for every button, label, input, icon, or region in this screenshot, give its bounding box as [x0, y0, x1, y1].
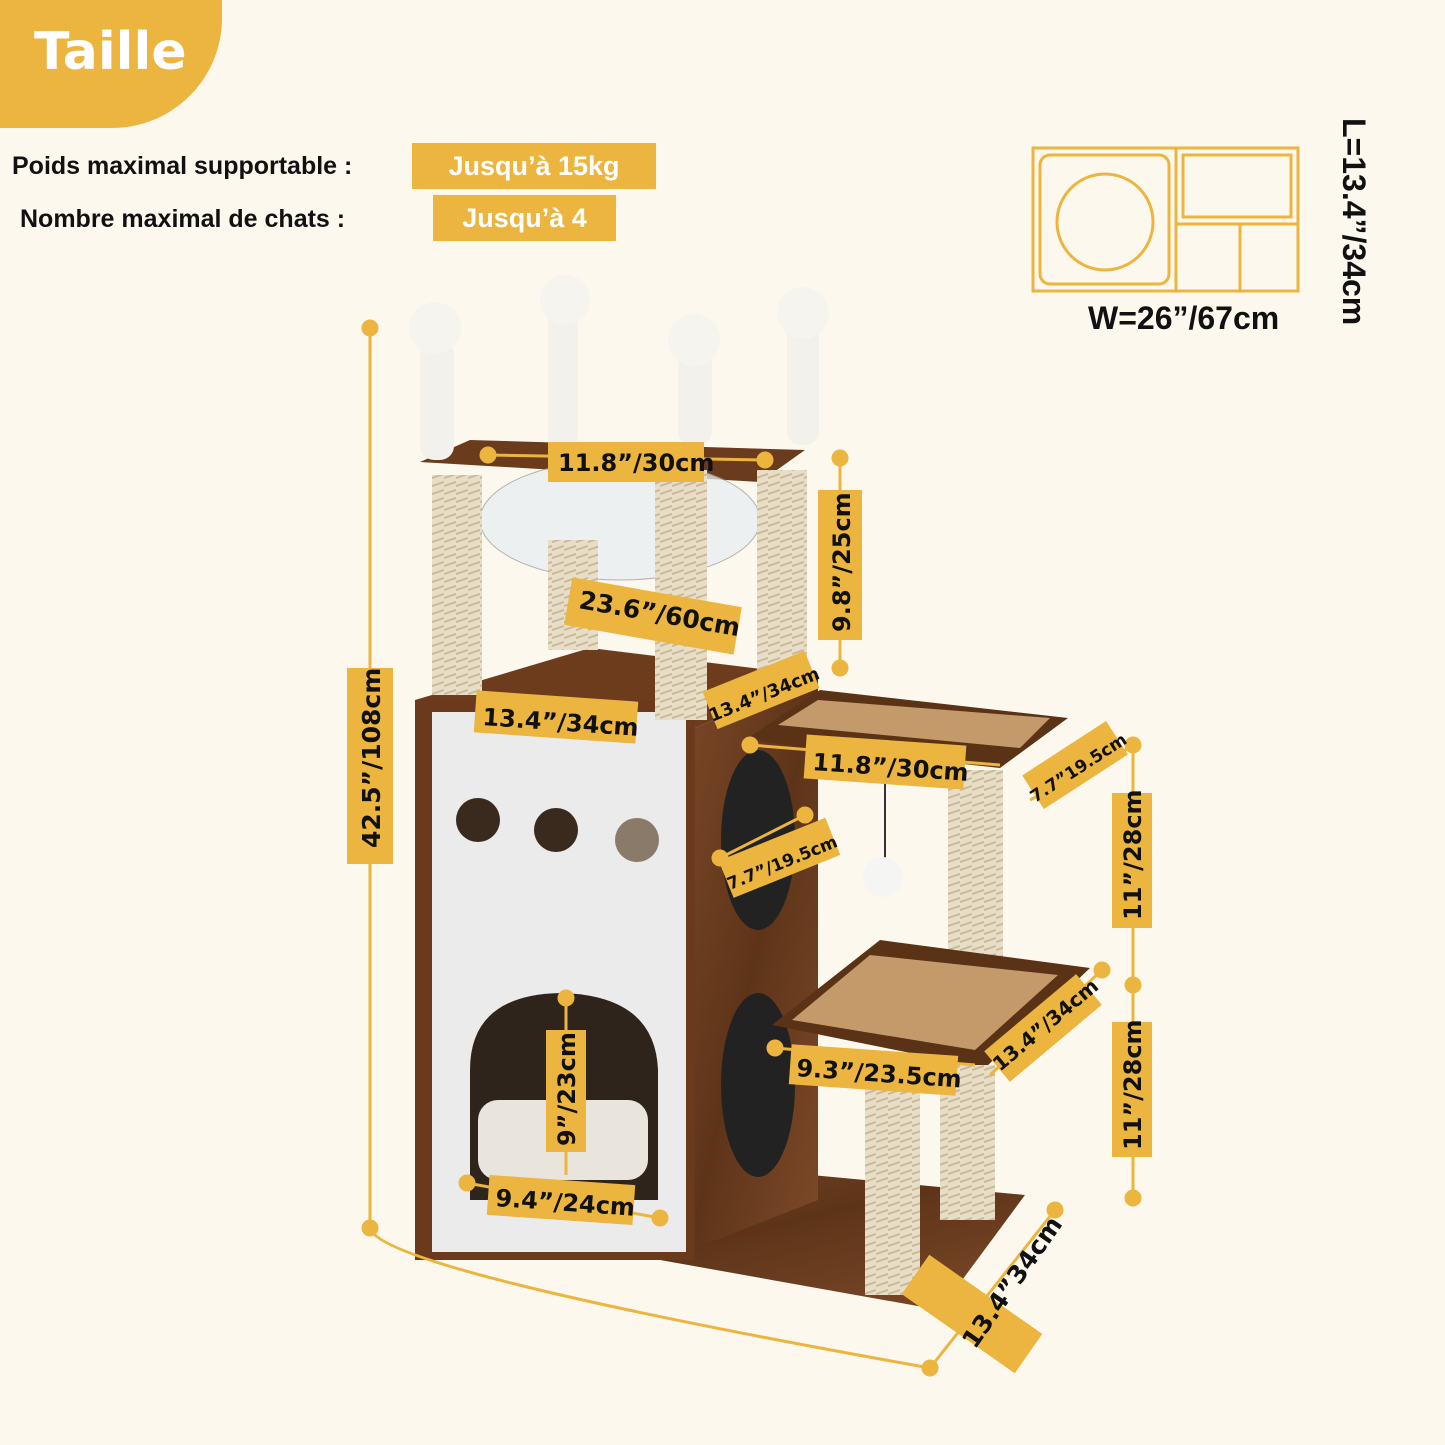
top-post-height-label: 9.8”/25cm [828, 492, 856, 632]
plush-ball-4 [777, 287, 829, 339]
bowl-width-label: 11.8”/30cm [558, 449, 714, 477]
footprint-plan [1031, 146, 1300, 293]
door-height-label: 9”/23cm [553, 1032, 581, 1146]
section-tab: Taille [0, 0, 222, 128]
max-cats-value: Jusqu’à 4 [433, 195, 616, 241]
upper-post-height-label: 11”/28cm [1119, 789, 1147, 920]
plush-ball-3 [668, 314, 720, 366]
hole-2 [534, 808, 578, 852]
lower-post-height-label: 11”/28cm [1119, 1019, 1147, 1150]
max-weight-value: Jusqu’à 15kg [412, 143, 656, 189]
max-cats-label: Nombre maximal de chats : [20, 205, 346, 233]
plush-ball-2 [540, 275, 590, 325]
label-boxes [347, 442, 1152, 1374]
side-window-lower [721, 993, 795, 1177]
footprint-width: W=26”/67cm [1088, 300, 1280, 336]
hole-3 [615, 818, 659, 862]
hanging-pompom [863, 857, 903, 897]
total-height-label: 42.5”/108cm [357, 668, 386, 848]
plush-ball-1 [409, 302, 461, 354]
max-weight-label: Poids maximal supportable : [12, 152, 353, 180]
hole-1 [456, 798, 500, 842]
section-title: Taille [34, 22, 187, 82]
